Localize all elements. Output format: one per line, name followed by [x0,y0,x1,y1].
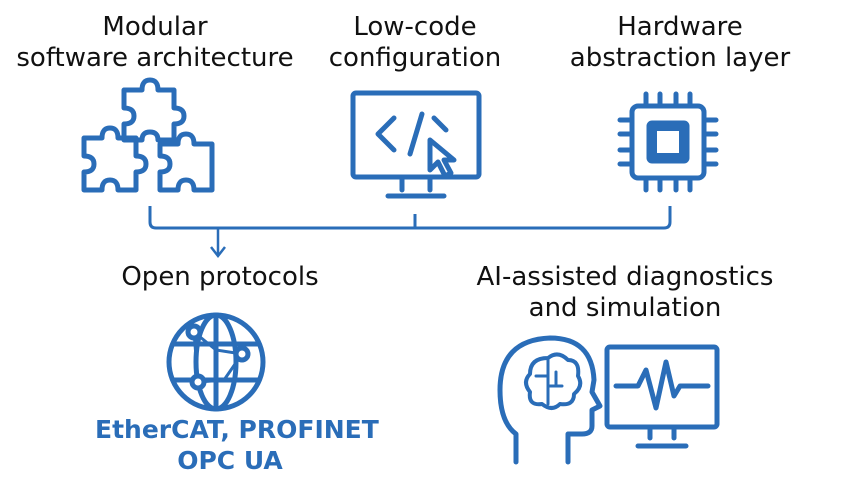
ai-title-line2: and simulation [528,293,722,323]
protocol-list-line2: OPC UA [177,446,283,475]
modular-title: Modular software architecture [0,12,310,74]
modular-title-line2: software architecture [16,43,294,73]
hal-title-line2: abstraction layer [569,43,791,73]
lowcode-title-line2: configuration [328,43,502,73]
protocol-list-line1: EtherCAT, PROFINET [95,415,379,444]
lowcode-title-line1: Low-code [353,12,477,42]
protocols-title: Open protocols [121,262,319,292]
puzzle-pieces-icon [81,77,215,193]
brain-head-icon [497,335,603,465]
modular-title-line1: Modular [102,12,208,42]
protocol-list: EtherCAT, PROFINET OPC UA [95,414,379,476]
code-monitor-icon [350,90,482,199]
ai-title: AI-assisted diagnostics and simulation [450,262,800,324]
hal-title-line1: Hardware [617,12,743,42]
ai-title-line1: AI-assisted diagnostics [476,262,774,292]
waveform-monitor-icon [604,344,720,449]
down-arrow-head [210,246,226,259]
chip-icon [617,91,719,193]
lowcode-title: Low-code configuration [310,12,520,74]
globe-network-icon [166,312,266,412]
hal-title: Hardware abstraction layer [555,12,805,74]
